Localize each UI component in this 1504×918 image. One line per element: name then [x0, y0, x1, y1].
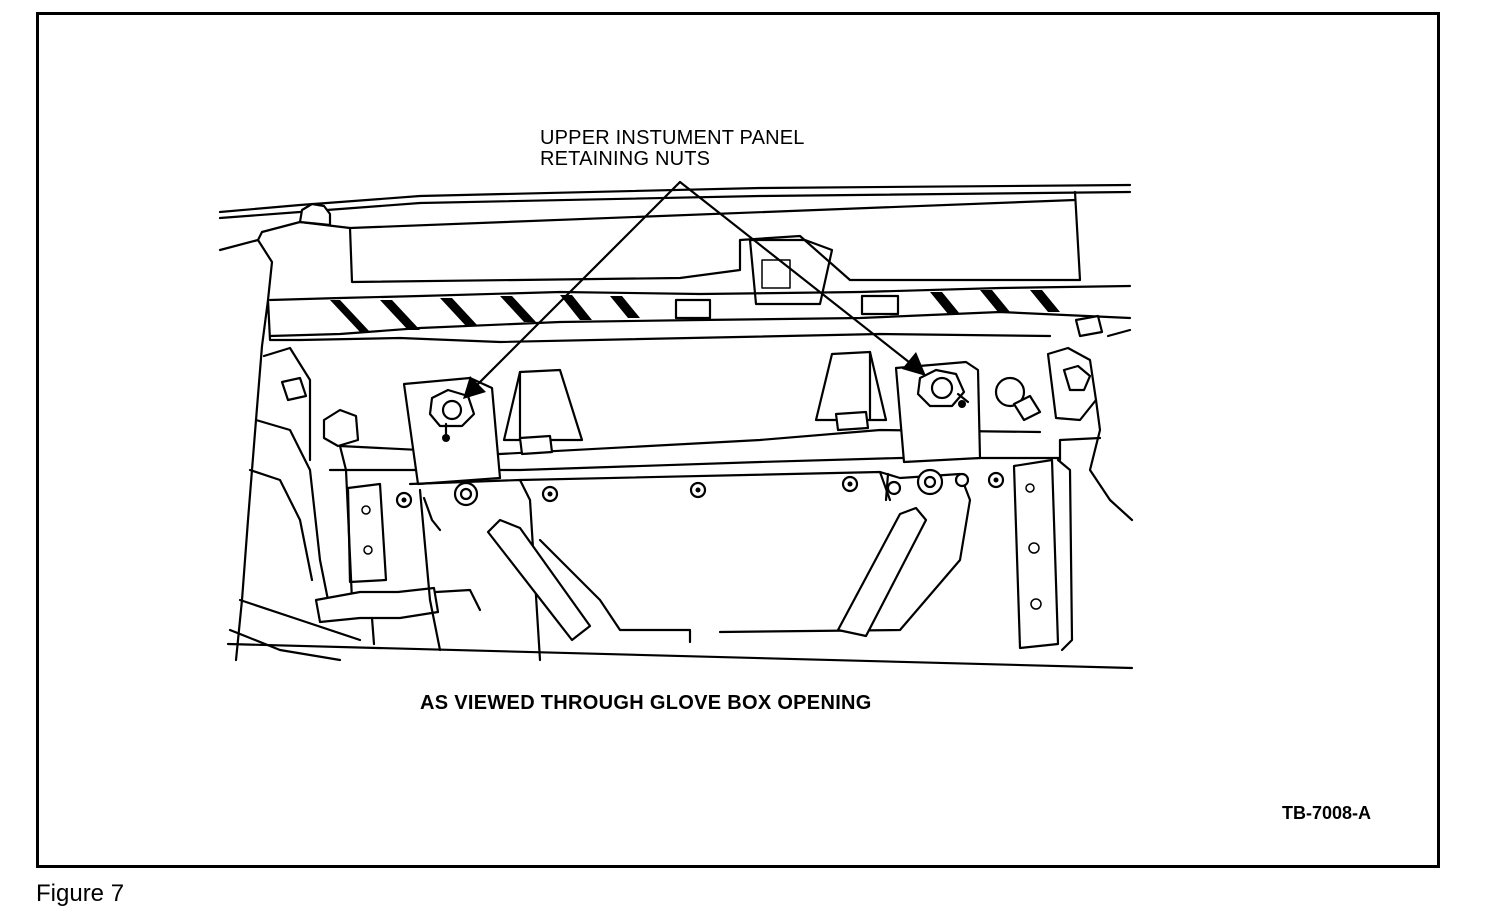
figure-label: Figure 7	[36, 880, 125, 907]
figure-code: TB-7008-A	[1282, 803, 1372, 823]
callout-line-1: UPPER INSTUMENT PANEL	[540, 127, 805, 149]
callout-line-2: RETAINING NUTS	[540, 148, 711, 170]
view-caption: AS VIEWED THROUGH GLOVE BOX OPENING	[420, 692, 872, 714]
figure-frame	[36, 12, 1440, 868]
callout-label: UPPER INSTUMENT PANEL RETAINING NUTS	[540, 128, 805, 170]
